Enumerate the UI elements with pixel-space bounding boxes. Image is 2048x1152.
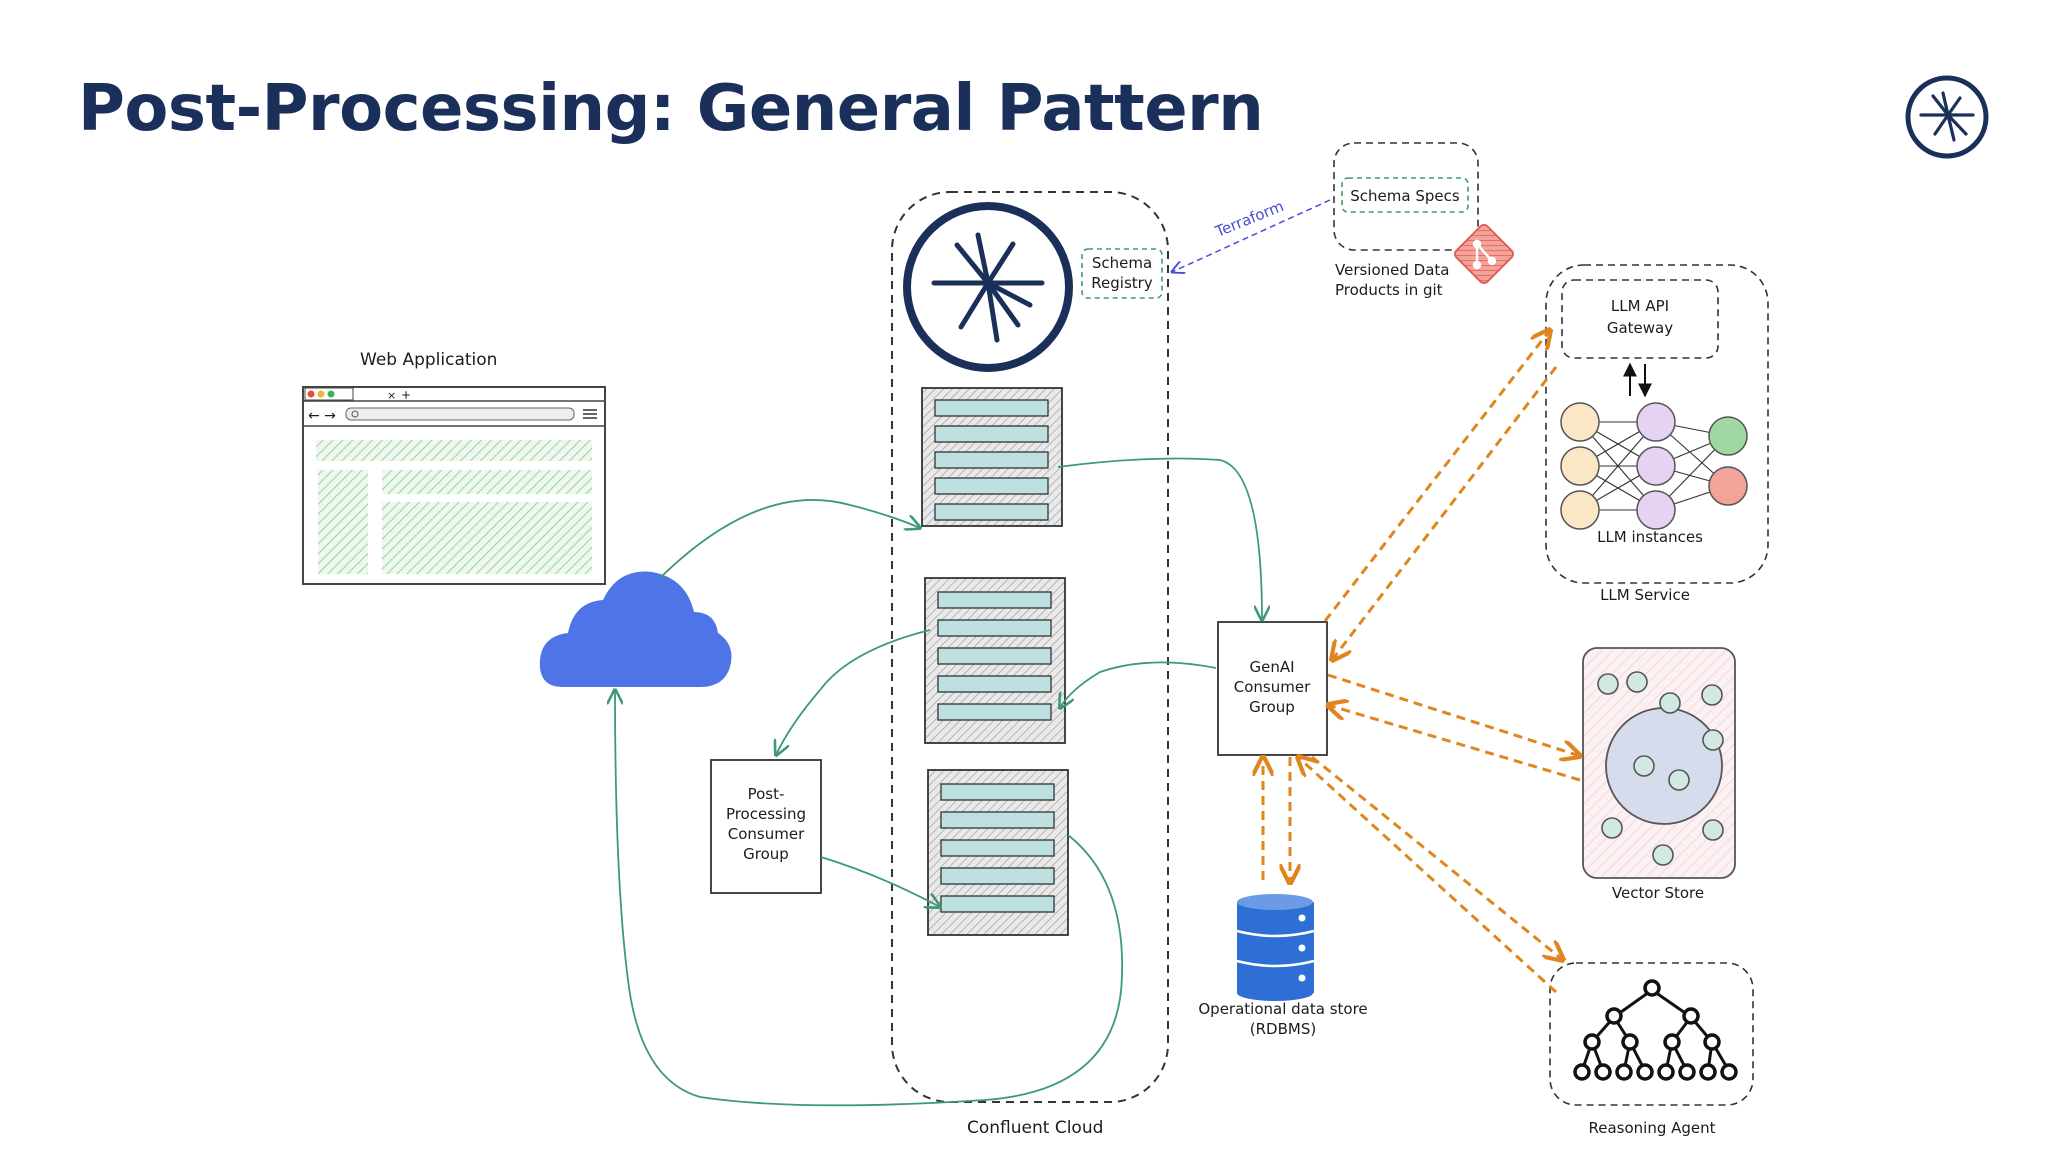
database-icon	[1236, 894, 1315, 1001]
genai-label-3: Group	[1249, 698, 1295, 716]
versioned-label-2: Products in git	[1335, 281, 1443, 299]
genai-to-vector-store-arrow	[1327, 673, 1580, 756]
ods-label-2: (RDBMS)	[1250, 1020, 1316, 1038]
topic-2	[924, 577, 1066, 744]
confluent-cloud-label: Confluent Cloud	[967, 1118, 1103, 1138]
llm-instances-label: LLM instances	[1597, 528, 1703, 546]
terraform-arrow	[1172, 199, 1331, 272]
topic-1	[921, 387, 1063, 527]
vector-store-to-genai-arrow	[1328, 705, 1581, 782]
svg-text:← →: ← →	[308, 408, 336, 424]
llm-service-label: LLM Service	[1600, 586, 1690, 604]
llm-api-gateway-box	[1561, 279, 1719, 359]
page-title: Post-Processing: General Pattern	[78, 72, 1264, 146]
genai-to-llm-arrow	[1323, 330, 1550, 622]
topic-1-to-genai-arrow	[1057, 457, 1262, 620]
reasoning-agent-boundary	[1549, 962, 1754, 1106]
schema-specs-label: Schema Specs	[1350, 187, 1460, 205]
confluent-cluster-logo-icon	[903, 202, 1073, 372]
schema-registry-box	[1081, 248, 1163, 299]
topic-2-to-post-processing-arrow	[776, 629, 931, 755]
llm-gateway-label-1: LLM API	[1611, 297, 1669, 315]
data-flow-arrows	[615, 457, 1262, 1107]
llm-service-boundary	[1545, 264, 1769, 584]
llm-to-genai-arrow	[1332, 366, 1558, 660]
topic-3	[927, 769, 1069, 936]
post-processing-to-topic-3-arrow	[820, 856, 940, 907]
genai-label-1: GenAI	[1249, 658, 1294, 676]
schema-registry-label-2: Registry	[1091, 274, 1153, 292]
ods-label-1: Operational data store	[1198, 1000, 1367, 1018]
neural-network-icon	[1560, 402, 1748, 530]
web-application-label: Web Application	[360, 350, 497, 370]
cloud-to-topic-1-arrow	[659, 499, 920, 579]
terraform-label: Terraform	[1212, 197, 1286, 241]
genai-to-topic-2-arrow	[1060, 661, 1217, 708]
schema-registry-label-1: Schema	[1092, 254, 1152, 272]
confluent-cloud-boundary	[891, 191, 1169, 1103]
vector-store-label: Vector Store	[1612, 884, 1704, 902]
svg-text:+: +	[401, 388, 411, 402]
post-processing-label-3: Consumer	[728, 825, 805, 843]
vector-store-icon	[1582, 647, 1736, 879]
post-processing-consumer-group-box	[710, 759, 822, 894]
reasoning-agent-label: Reasoning Agent	[1588, 1119, 1715, 1137]
post-processing-label-2: Processing	[726, 805, 806, 823]
genai-to-reasoning-agent-arrow	[1311, 755, 1563, 960]
genai-consumer-group-box	[1217, 621, 1328, 756]
versioned-data-boundary	[1333, 142, 1479, 251]
genai-label-2: Consumer	[1234, 678, 1311, 696]
cloud-icon	[539, 571, 732, 687]
confluent-logo-icon	[1905, 75, 1989, 159]
svg-text:×: ×	[387, 389, 396, 402]
git-icon	[1454, 224, 1514, 284]
post-processing-label-4: Group	[743, 845, 789, 863]
genai-io-arrows	[1263, 330, 1581, 994]
llm-gateway-label-2: Gateway	[1607, 319, 1673, 337]
schema-specs-box	[1341, 177, 1469, 213]
reasoning-agent-to-genai-arrow	[1298, 757, 1558, 994]
post-processing-label-1: Post-	[748, 785, 785, 803]
topic-3-to-cloud-arrow	[615, 690, 1124, 1107]
browser-window-icon: × + ← →	[302, 386, 606, 585]
tree-graph-icon	[1573, 979, 1738, 1081]
versioned-label-1: Versioned Data	[1335, 261, 1450, 279]
